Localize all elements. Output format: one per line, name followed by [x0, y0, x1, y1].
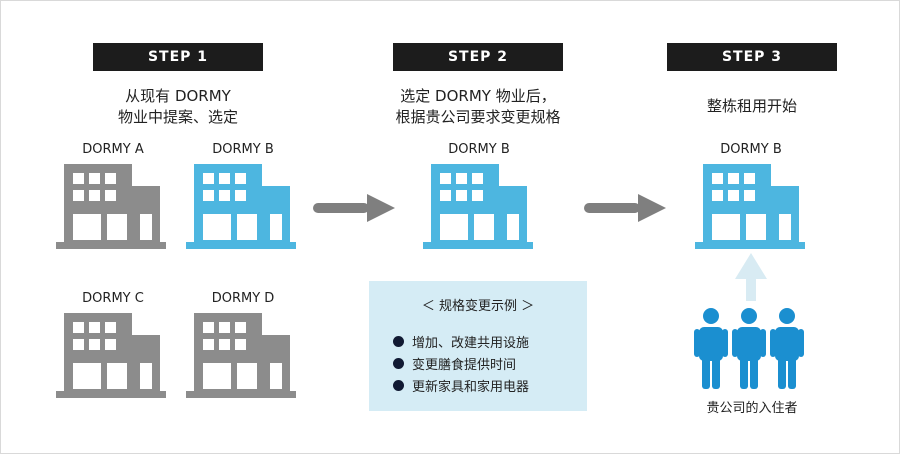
bullet-dot-icon	[393, 380, 404, 391]
person-icon	[770, 308, 804, 389]
building-dormy-b-icon	[186, 164, 296, 249]
example-item: 变更膳食提供时间	[393, 354, 516, 373]
building-step2-dormy-b-icon	[423, 164, 533, 249]
person-icon	[732, 308, 766, 389]
step3-description: 整栋租用开始	[706, 97, 797, 115]
building-dormy-d-icon	[186, 313, 296, 398]
person-icon	[694, 308, 728, 389]
example-item-text: 更新家具和家用电器	[412, 380, 530, 395]
step3-dormy-b-label: DORMY B	[720, 142, 782, 157]
bullet-dot-icon	[393, 336, 404, 347]
spec-change-example-box: ＜ 规格变更示例 ＞ 增加、改建共用设施 变更膳食提供时间 更新家具和家用电器	[369, 281, 587, 411]
step1-badge: STEP 1	[93, 43, 263, 71]
arrow-right-icon	[584, 194, 666, 222]
step1-description: 从现有 DORMY 物业中提案、选定	[93, 86, 263, 128]
step2-line1: 选定 DORMY 物业后，	[400, 87, 556, 105]
step1-line2: 物业中提案、选定	[117, 108, 238, 126]
dormy-a-label: DORMY A	[82, 142, 144, 157]
dormy-b-label: DORMY B	[212, 142, 274, 157]
arrow-right-icon	[313, 194, 395, 222]
residents-label: 贵公司的入住者	[706, 401, 798, 416]
step1-line1: 从现有 DORMY	[125, 87, 231, 105]
arrow-up-icon	[735, 253, 767, 301]
building-dormy-a-icon	[56, 164, 166, 249]
example-item-text: 增加、改建共用设施	[412, 336, 530, 351]
example-item: 更新家具和家用电器	[393, 376, 529, 395]
dormy-c-label: DORMY C	[82, 291, 144, 306]
example-title: ＜ 规格变更示例 ＞	[421, 299, 535, 314]
step3-badge: STEP 3	[667, 43, 837, 71]
step2-badge: STEP 2	[393, 43, 563, 71]
step2-dormy-b-label: DORMY B	[448, 142, 510, 157]
step2-description: 选定 DORMY 物业后， 根据贵公司要求变更规格	[363, 86, 593, 128]
step2-line2: 根据贵公司要求变更规格	[395, 108, 561, 126]
building-step3-dormy-b-icon	[695, 164, 805, 249]
example-item: 增加、改建共用设施	[393, 332, 529, 351]
example-item-text: 变更膳食提供时间	[412, 358, 517, 373]
building-dormy-c-icon	[56, 313, 166, 398]
dormy-d-label: DORMY D	[211, 291, 275, 306]
residents-people-icon	[694, 308, 804, 389]
bullet-dot-icon	[393, 358, 404, 369]
